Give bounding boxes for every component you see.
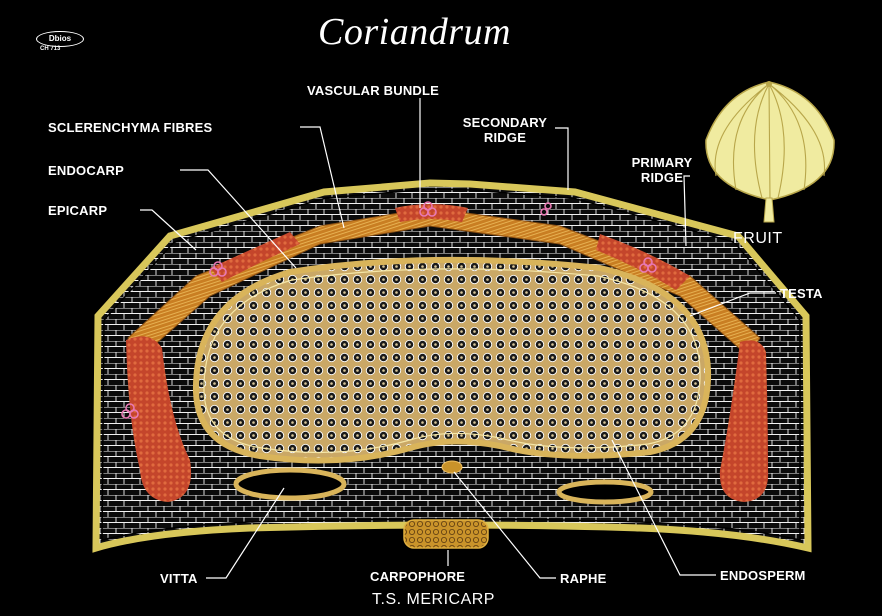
label-secondary-ridge-line2: RIDGE [448,130,562,145]
label-vitta: VITTA [160,571,198,586]
label-primary-ridge: PRIMARY RIDGE [624,155,700,185]
label-epicarp: EPICARP [48,203,107,218]
label-vascular-bundle: VASCULAR BUNDLE [307,83,439,98]
diagram-caption: T.S. MERICARP [372,591,495,609]
label-secondary-ridge-line1: SECONDARY [448,115,562,130]
label-raphe: RAPHE [560,571,607,586]
vitta-left [236,470,344,498]
label-endocarp: ENDOCARP [48,163,124,178]
label-testa: TESTA [780,286,823,301]
fruit-drawing [706,81,834,222]
label-primary-ridge-line2: RIDGE [624,170,700,185]
label-secondary-ridge: SECONDARY RIDGE [448,115,562,145]
label-sclerenchyma-fibres: SCLERENCHYMA FIBRES [48,120,212,135]
carpophore [404,520,488,548]
vitta-right [559,482,651,502]
label-primary-ridge-line1: PRIMARY [624,155,700,170]
label-carpophore: CARPOPHORE [370,569,465,584]
endosperm [196,260,708,461]
raphe [442,461,462,473]
label-fruit: FRUIT [733,230,783,248]
label-endosperm: ENDOSPERM [720,568,806,583]
